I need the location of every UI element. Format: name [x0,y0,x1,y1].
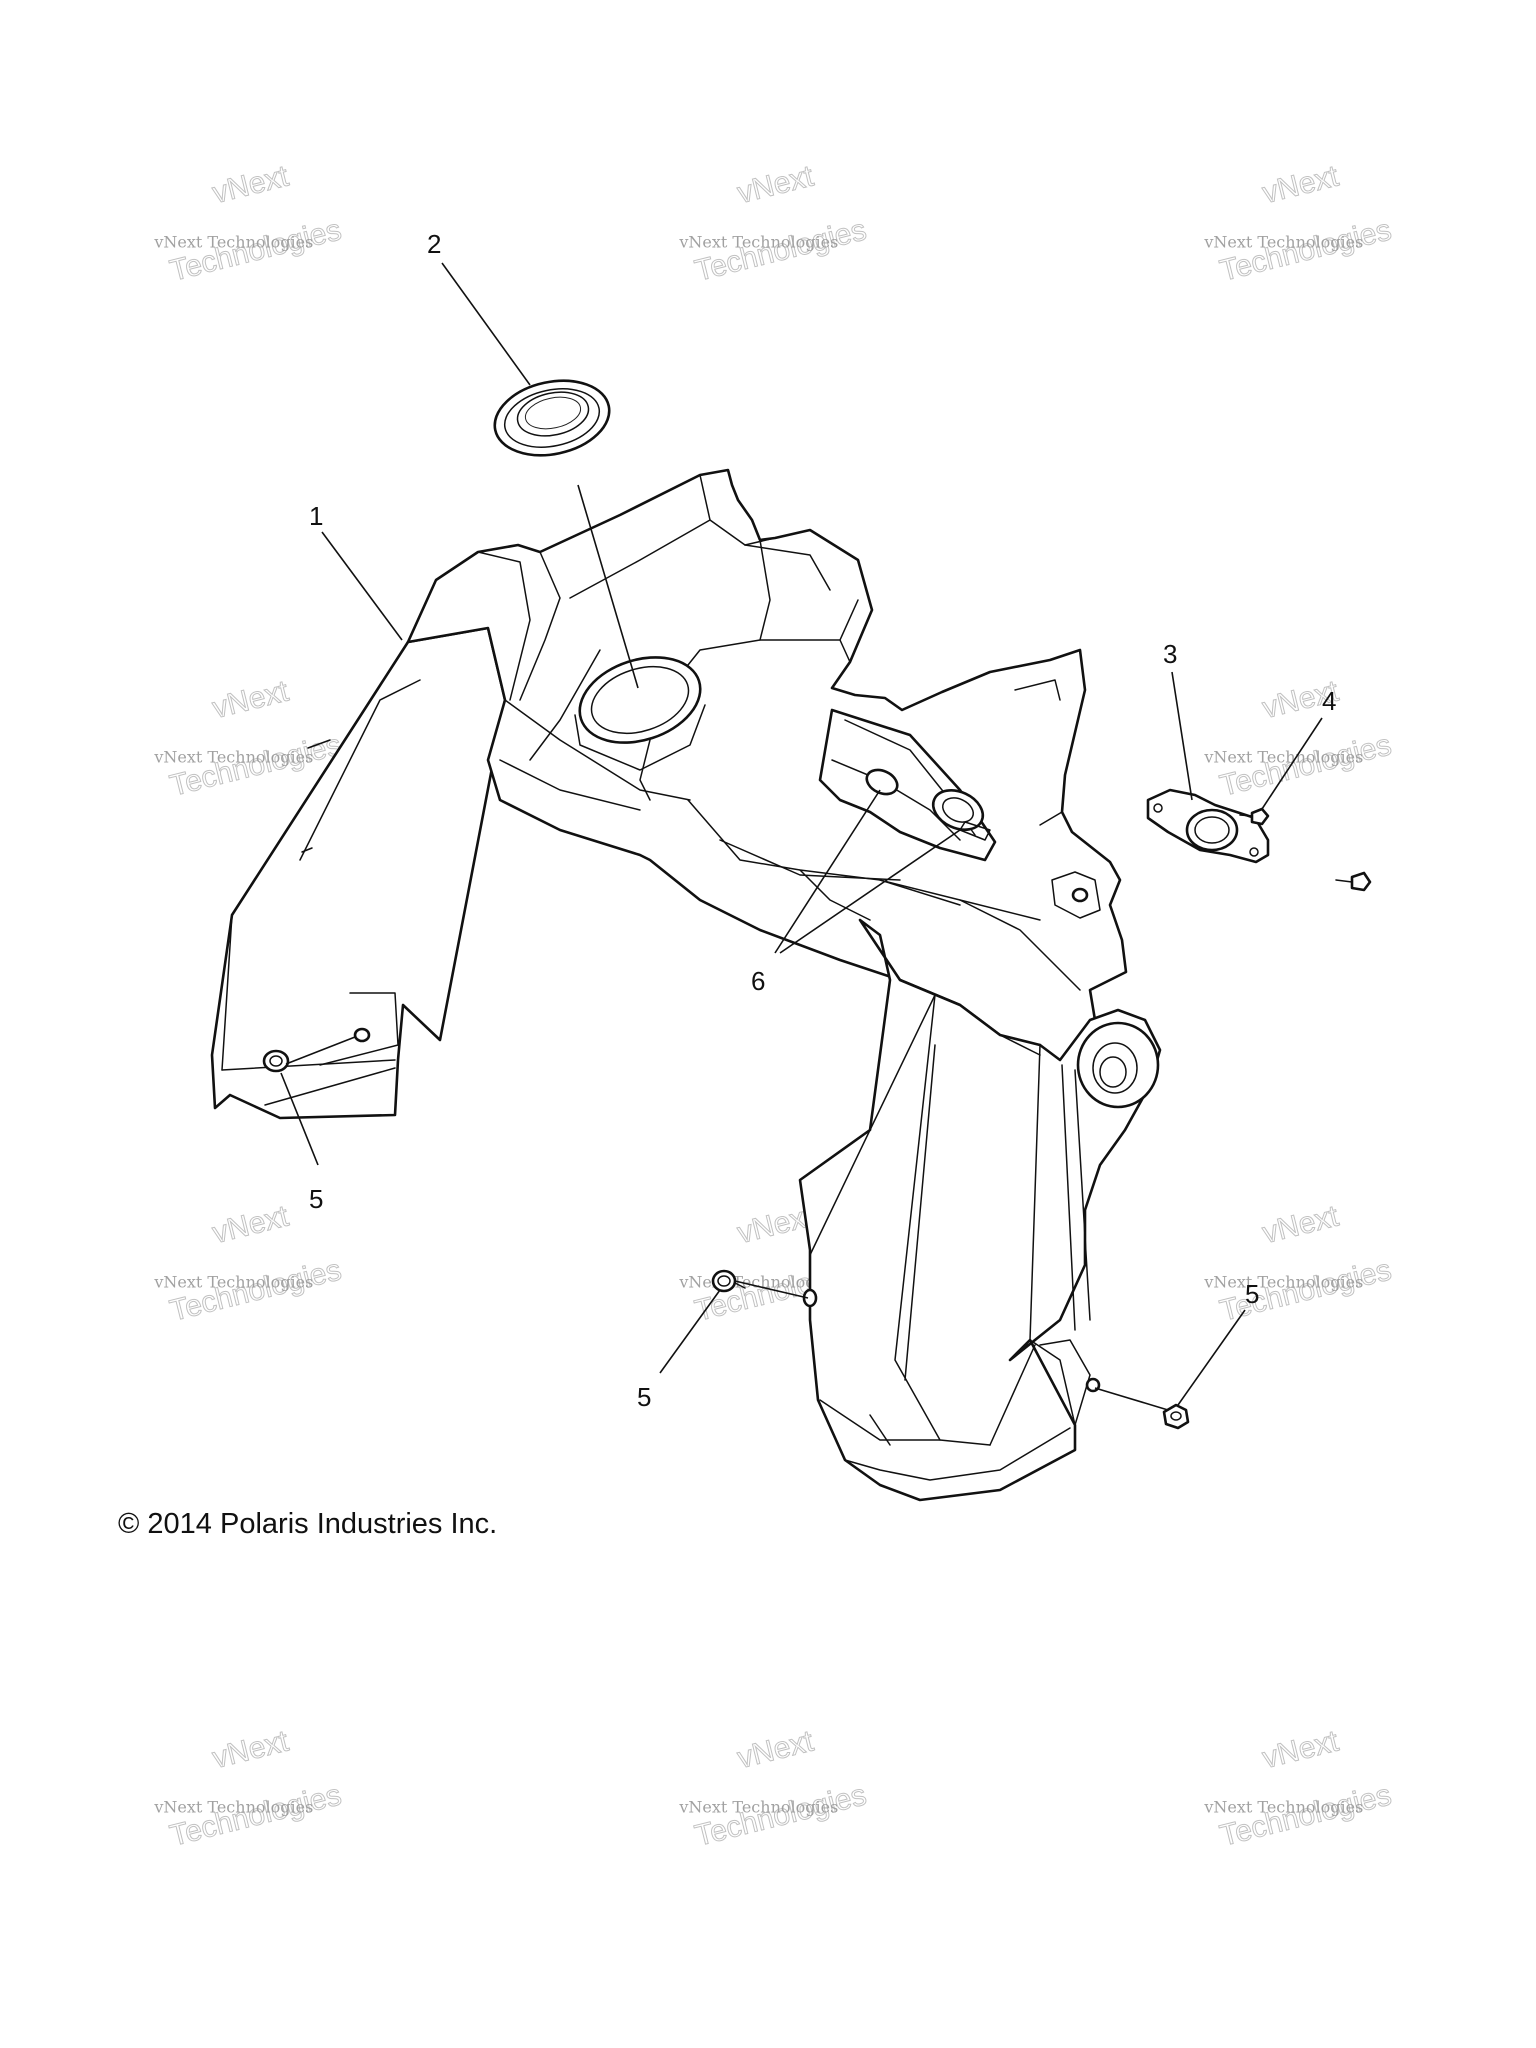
watermark-company-text: vNext Technologies [153,1797,313,1816]
watermark-brand-text: vNext [1259,159,1342,210]
watermark-company-text: vNext Technologies [1203,232,1363,251]
callout-5-left: 5 [309,1184,323,1214]
watermark-tech-text: Technologies [167,213,345,287]
part-2-fuel-cap-ring [493,379,611,457]
watermark-brand-text: vNext [209,159,292,210]
watermark-brand-text: vNext [1259,1724,1342,1775]
part-1-right-side-panel [798,918,1162,1502]
watermark-company-text: vNext Technologies [678,232,838,251]
callout-5-right: 5 [1245,1279,1259,1309]
leader-lines [280,262,1323,1411]
watermark-tech-text: Technologies [1217,728,1395,802]
part-5-screw-left [262,1049,290,1073]
watermark-tech-text: Technologies [1217,213,1395,287]
watermark-brand-text: vNext [734,159,817,210]
callout-6: 6 [751,966,765,996]
watermark-tech-text: Technologies [1217,1778,1395,1852]
callout-1: 1 [309,501,323,531]
watermark-tech-text: Technologies [692,213,870,287]
watermark-tech-text: Technologies [167,1778,345,1852]
watermark-tech-text: Technologies [1217,1253,1395,1327]
part-5-screw-right [1162,1403,1190,1430]
watermark-tech-text: Technologies [167,1253,345,1327]
watermark-company-text: vNext Technologies [153,747,313,766]
callout-3: 3 [1163,639,1177,669]
watermark-brand-text: vNext [209,1724,292,1775]
callout-4: 4 [1322,686,1336,716]
watermark-company-text: vNext Technologies [1203,1797,1363,1816]
part-3-mounting-plate [1146,788,1270,864]
watermark-brand-text: vNext [209,674,292,725]
watermark-company-text: vNext Technologies [153,1272,313,1291]
watermark-company-text: vNext Technologies [1203,1272,1363,1291]
watermark-company-text: vNext Technologies [153,232,313,251]
part-4-screws [1239,807,1372,892]
watermark-company-text: vNext Technologies [678,1797,838,1816]
watermark-brand-text: vNext [734,1724,817,1775]
part-1-tank-cover [406,468,1128,1072]
watermark-company-text: vNext Technologies [1203,747,1363,766]
callout-5-center: 5 [637,1382,651,1412]
watermark-brand-text: vNext [1259,1199,1342,1250]
callout-labels: 1 2 3 4 5 5 5 6 [309,229,1336,1412]
copyright-notice: © 2014 Polaris Industries Inc. [118,1508,498,1540]
watermark-brand-text: vNext [209,1199,292,1250]
watermark-tech-text: Technologies [692,1778,870,1852]
callout-2: 2 [427,229,441,259]
